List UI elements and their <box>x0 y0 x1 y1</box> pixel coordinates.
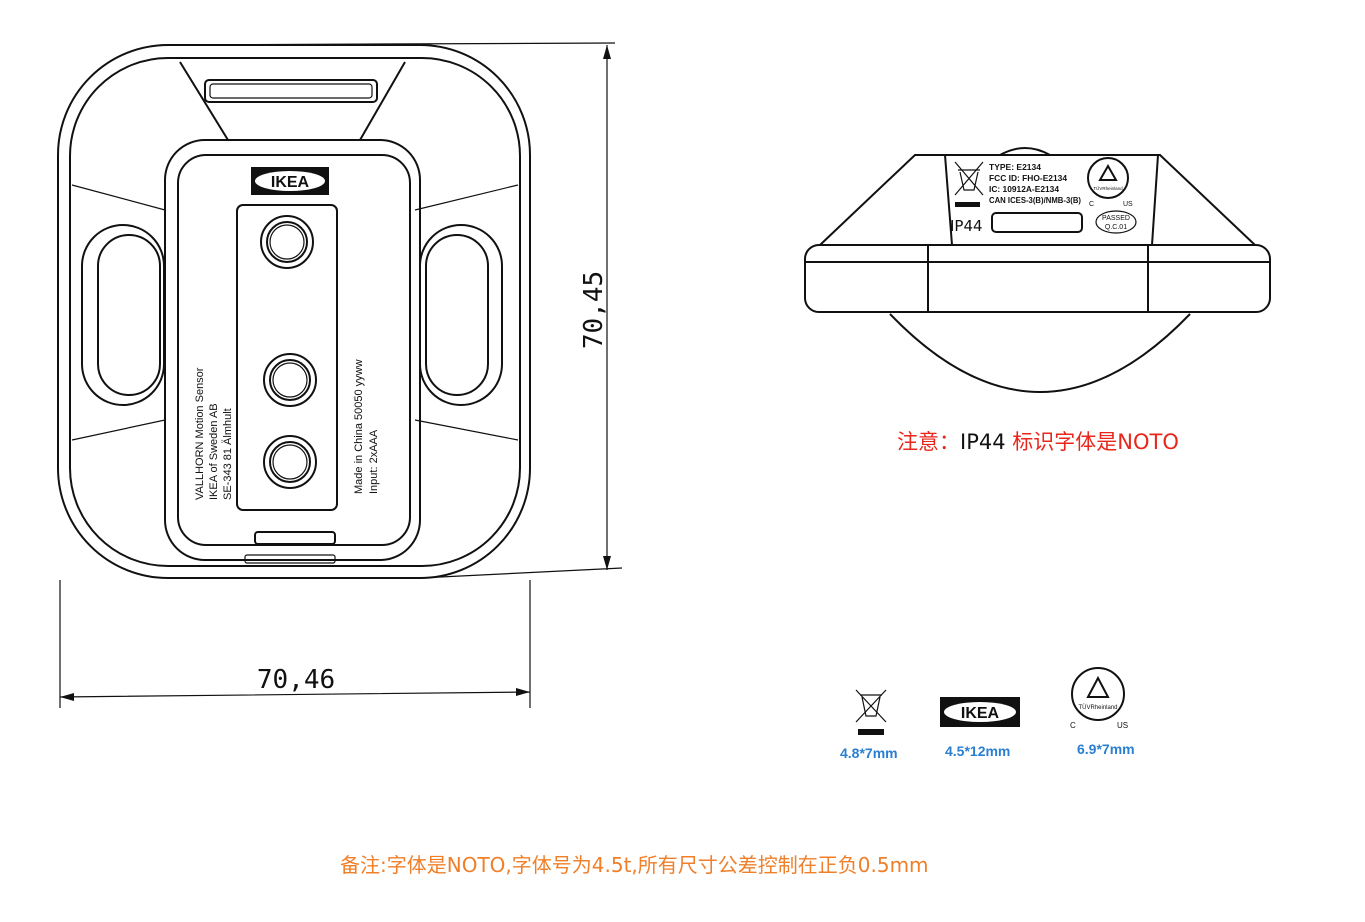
button-circles <box>260 215 317 489</box>
dimension-width: 70,46 <box>257 665 335 695</box>
label-line: Input: 2xAAA <box>368 429 380 494</box>
symbol-tuv-mark: TÜVRheinland C US <box>1070 667 1128 730</box>
svg-text:C: C <box>1070 721 1076 730</box>
tuv-mark-icon: TÜVRheinland C US <box>1087 157 1133 208</box>
spec-line: IC: 10912A-E2134 <box>989 184 1059 194</box>
label-line: IKEA of Sweden AB <box>208 403 220 500</box>
weee-bin-icon <box>954 161 984 196</box>
symbol-ikea-logo: IKEA <box>940 697 1020 727</box>
ikea-logo-text: IKEA <box>271 174 310 191</box>
size-label-ikea: 4.5*12mm <box>945 743 1011 759</box>
label-line: SE-343 81 Älmhult <box>222 408 234 500</box>
spec-line: FCC ID: FHO-E2134 <box>989 173 1067 183</box>
dimension-height: 70,45 <box>579 271 609 349</box>
spec-line: CAN ICES-3(B)/NMB-3(B) <box>989 195 1081 205</box>
label-line: VALLHORN Motion Sensor <box>194 367 206 500</box>
ip-rating: IP44 <box>950 217 983 235</box>
spec-line: TYPE: E2134 <box>989 162 1041 172</box>
note-ip44-font: 注意：IP44 标识字体是NOTO <box>897 430 1179 454</box>
note-bottom: 备注:字体是NOTO,字体号为4.5t,所有尺寸公差控制在正负0.5mm <box>340 853 929 877</box>
svg-text:IKEA: IKEA <box>961 705 1000 722</box>
svg-text:C: C <box>1089 201 1094 208</box>
size-label-tuv: 6.9*7mm <box>1077 741 1135 757</box>
qc-text: Q.C.01 <box>1105 224 1127 231</box>
svg-text:US: US <box>1123 201 1133 208</box>
svg-text:TÜVRheinland: TÜVRheinland <box>1078 704 1117 711</box>
svg-text:US: US <box>1117 721 1128 730</box>
front-view: IKEA VALLHORN Motion Sensor IKEA of Swed… <box>57 42 623 708</box>
svg-text:TÜVRheinland: TÜVRheinland <box>1093 185 1123 191</box>
side-view: IP44 TYPE: E2134 FCC ID: FHO-E2134 IC: 1… <box>804 147 1271 393</box>
passed-text: PASSED <box>1102 215 1130 222</box>
symbol-weee <box>855 689 887 723</box>
size-label-weee: 4.8*7mm <box>840 745 898 761</box>
label-line: Made in China 50050 yyww <box>353 359 365 494</box>
